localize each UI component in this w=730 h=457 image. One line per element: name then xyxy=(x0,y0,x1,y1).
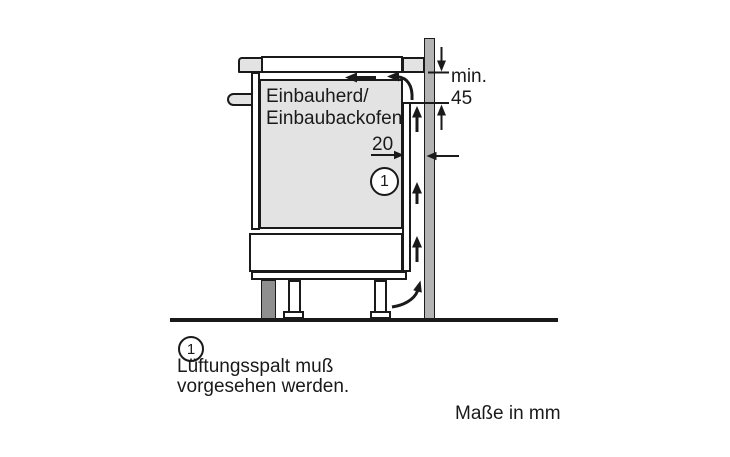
airflow-bottom-curve-arrow-icon xyxy=(391,280,422,309)
unit-label: Einbauherd/ Einbaubackofen xyxy=(266,86,402,130)
wall-cross-section xyxy=(424,38,435,319)
unit-label-line1: Einbauherd/ xyxy=(266,86,369,107)
footnote-1-number: 1 xyxy=(186,340,196,358)
footnote-line1: Lüftungsspalt muß xyxy=(177,356,334,377)
dim-20-label: 20 xyxy=(372,134,394,155)
airflow-up-arrow-1-icon xyxy=(412,106,422,132)
airflow-up-arrow-3-icon xyxy=(412,236,422,262)
footnote-1-badge: 1 xyxy=(178,336,204,362)
ventilation-strip xyxy=(402,102,411,272)
left-leg-foot xyxy=(283,311,304,319)
left-leg xyxy=(288,280,301,313)
callout-1-badge: 1 xyxy=(370,167,399,196)
right-leg-foot xyxy=(370,311,391,319)
hob-cross-section xyxy=(261,56,403,73)
dim-min-label: min. xyxy=(451,66,487,87)
units-note: Maße in mm xyxy=(455,403,561,424)
right-leg xyxy=(374,280,387,313)
worktop-left-block xyxy=(238,57,263,73)
unit-label-line2: Einbaubackofen xyxy=(266,108,403,129)
callout-1-number: 1 xyxy=(380,172,389,190)
airflow-up-arrow-2-icon xyxy=(412,182,422,204)
plinth-panel xyxy=(261,280,276,319)
drawer-box xyxy=(249,233,403,272)
cabinet-bottom-panel xyxy=(251,271,407,280)
floor-line xyxy=(170,318,558,322)
dim-45-label: 45 xyxy=(451,88,473,109)
footnote-text: Lüftungsspalt muß vorgesehen werden. xyxy=(177,357,349,397)
fixing-knob xyxy=(227,93,253,106)
footnote-line2: vorgesehen werden. xyxy=(177,376,350,397)
worktop-right-block xyxy=(402,57,425,73)
